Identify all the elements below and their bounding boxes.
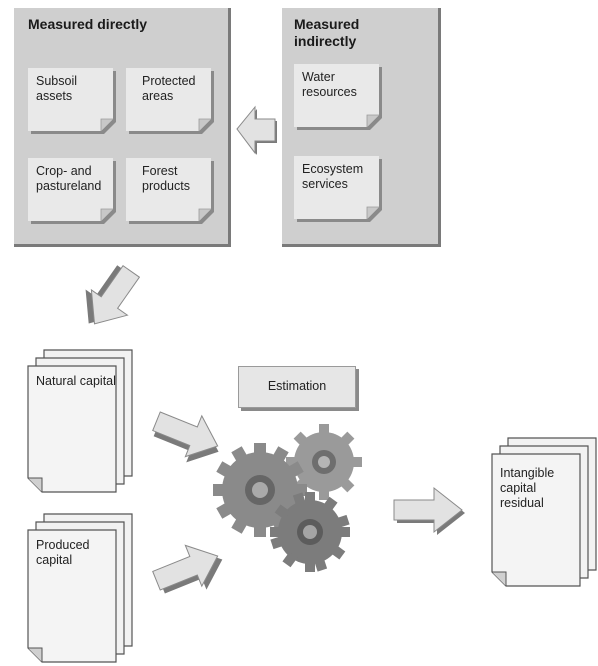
card-shape bbox=[28, 68, 116, 134]
card-label: Ecosystem services bbox=[302, 162, 364, 191]
card-water-resources: Water resources bbox=[294, 64, 382, 130]
arrow-right-down-icon bbox=[152, 411, 219, 463]
arrow-right-up-icon bbox=[152, 544, 223, 594]
arrow-left-icon bbox=[236, 105, 277, 155]
card-label: Subsoil assets bbox=[36, 74, 77, 103]
card-shape bbox=[294, 156, 382, 222]
card-shape bbox=[294, 64, 382, 130]
document-stack-shape bbox=[491, 437, 597, 587]
card-subsoil-assets: Subsoil assets bbox=[28, 68, 116, 134]
document-label: Produced capital bbox=[36, 538, 90, 567]
card-ecosystem-services: Ecosystem services bbox=[294, 156, 382, 222]
card-shape bbox=[126, 158, 214, 224]
arrow-down-left-icon bbox=[85, 264, 141, 325]
card-label: Forest products bbox=[142, 164, 190, 193]
card-shape bbox=[126, 68, 214, 134]
card-forest-products: Forest products bbox=[126, 158, 214, 224]
document-label: Intangible capital residual bbox=[500, 466, 555, 510]
gears-icon bbox=[213, 424, 362, 572]
card-protected-areas: Protected areas bbox=[126, 68, 214, 134]
card-label: Protected areas bbox=[142, 74, 196, 103]
card-crop-pastureland: Crop- and pastureland bbox=[28, 158, 116, 224]
estimation-box: Estimation bbox=[238, 366, 356, 408]
document-stack-shape bbox=[27, 349, 133, 493]
document-stack-shape bbox=[27, 513, 133, 663]
measured-indirectly-panel: Measured indirectly Water resources Ecos… bbox=[282, 8, 441, 247]
measured-directly-title: Measured directly bbox=[28, 16, 148, 32]
document-label: Natural capital bbox=[36, 374, 116, 388]
measured-indirectly-title: Measured indirectly bbox=[294, 16, 360, 49]
card-shape bbox=[28, 158, 116, 224]
card-label: Crop- and pastureland bbox=[36, 164, 102, 193]
estimation-label: Estimation bbox=[267, 379, 327, 393]
arrow-right-icon bbox=[393, 486, 465, 535]
measured-directly-panel: Measured directly Subsoil assets Protect… bbox=[14, 8, 231, 247]
card-label: Water resources bbox=[302, 70, 357, 99]
